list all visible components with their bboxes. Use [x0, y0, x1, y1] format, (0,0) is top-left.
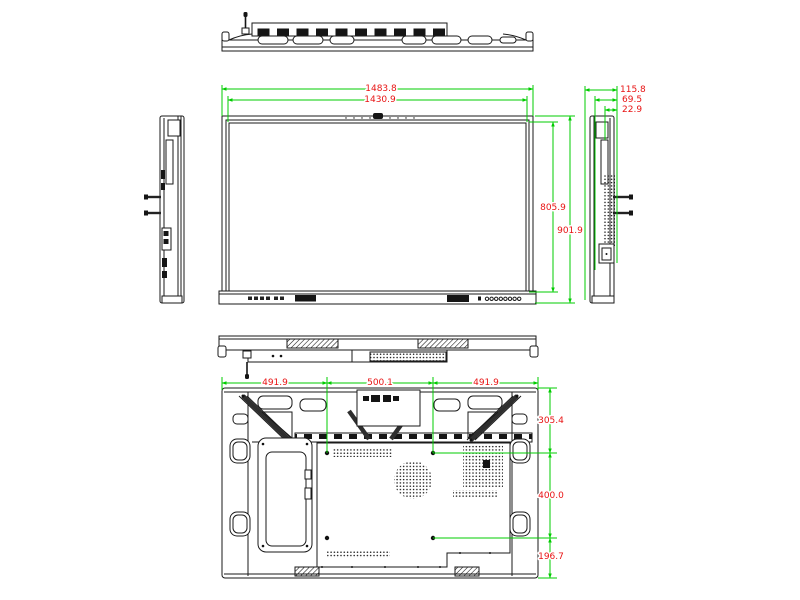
vent-perforation-row-right — [453, 490, 497, 498]
side-port-marks — [161, 170, 172, 278]
connector-button-row-right — [478, 296, 522, 301]
side-bracket-plate — [165, 139, 174, 185]
mount-screw-right-lower — [613, 210, 633, 216]
mount-screw-right-upper — [613, 194, 633, 200]
bottom-vent-left — [286, 338, 339, 349]
dim-label-vesa-horizontal: 500.1 — [367, 378, 393, 388]
screen — [228, 122, 527, 292]
vesa-hole-bottom-left — [324, 535, 330, 541]
dim-label-active-height: 805.9 — [540, 203, 566, 213]
vent-perforation-row-top — [333, 448, 392, 457]
bottom-view — [217, 335, 539, 379]
dim-label-depth-panel: 22.9 — [622, 105, 642, 115]
speaker-grille-right — [454, 566, 480, 577]
panel-screw-dots — [321, 552, 491, 568]
side-connector-box — [598, 243, 615, 264]
end-cap-right — [525, 31, 534, 42]
dim-label-active-width: 1430.9 — [364, 95, 396, 105]
ir-sensor-window-left — [295, 295, 316, 302]
ir-sensor-window-right — [447, 295, 469, 302]
bottom-port-block — [369, 351, 447, 362]
vesa-mount-holes — [324, 450, 436, 541]
dim-label-overall-width: 1483.8 — [365, 84, 397, 94]
left-compartment — [257, 437, 313, 553]
dim-label-top-to-vesa: 305.4 — [538, 416, 564, 426]
dim-label-depth-body: 69.5 — [622, 95, 642, 105]
mount-screw-left-lower — [144, 210, 161, 216]
dim-label-back-right-span: 491.9 — [473, 378, 499, 388]
dim-label-back-left-span: 491.9 — [262, 378, 288, 388]
bracket-rail — [294, 432, 533, 443]
wifi-antenna-icon — [241, 12, 250, 35]
wifi-antenna-bottom-icon — [242, 350, 252, 379]
dim-label-overall-height: 901.9 — [557, 226, 583, 236]
side-vent-perforation — [603, 174, 615, 246]
speaker-vent-circle — [394, 461, 432, 499]
dimension-labels: 1483.8 1430.9 805.9 901.9 115.8 69.5 22.… — [261, 83, 648, 564]
dim-label-vesa-to-bottom: 196.7 — [538, 552, 564, 562]
control-button-row-left — [248, 296, 284, 300]
dim-label-depth-overall: 115.8 — [620, 85, 646, 95]
front-view — [218, 113, 537, 305]
mount-screw-left-upper — [144, 194, 161, 200]
back-view — [221, 387, 539, 579]
mic-hole-dots — [345, 117, 415, 119]
left-side-view — [144, 115, 185, 304]
bottom-vent-right — [417, 338, 469, 349]
vent-perforation-row-bottom — [327, 550, 390, 558]
top-view — [221, 12, 534, 52]
end-cap-left — [221, 31, 230, 42]
speaker-grille-left — [294, 566, 320, 577]
mount-bracket-band — [232, 389, 533, 443]
dim-label-vesa-vertical: 400.0 — [538, 491, 564, 501]
right-side-view — [589, 115, 633, 304]
camera-icon — [373, 113, 383, 119]
rear-vent-bar — [251, 22, 448, 37]
dimension-lines — [221, 85, 618, 579]
top-connector-box — [356, 389, 421, 427]
